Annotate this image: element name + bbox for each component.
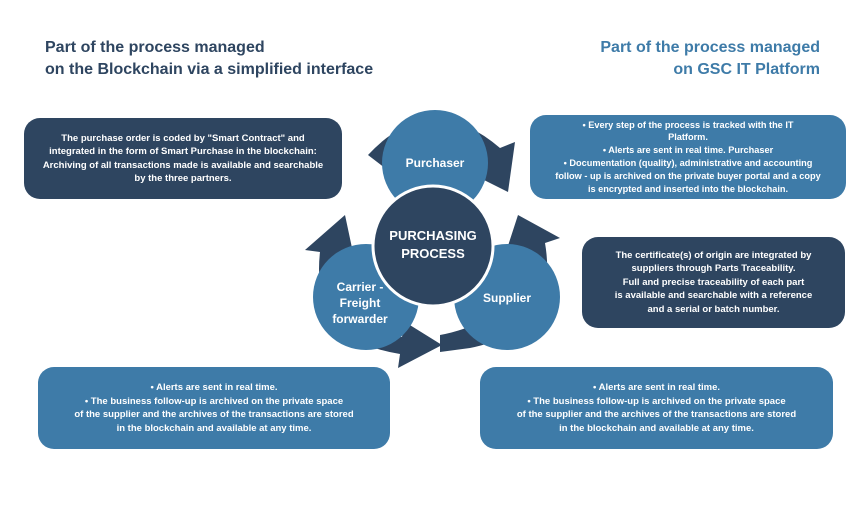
box-text-line: follow - up is archived on the private b… (555, 170, 821, 181)
box-text-line: is encrypted and inserted into the block… (587, 183, 789, 194)
center-label-line-2: PROCESS (401, 246, 465, 261)
heading-gsc-line-2: on GSC IT Platform (673, 61, 820, 78)
box-text-line: The purchase order is coded by "Smart Co… (61, 132, 305, 144)
box-text-line: in the blockchain and available at any t… (559, 422, 754, 434)
box-text-line: • Every step of the process is tracked w… (582, 119, 794, 130)
box-purchase-order-smart-contract: The purchase order is coded by "Smart Co… (24, 118, 342, 199)
heading-blockchain: Part of the process managed on the Block… (45, 37, 373, 81)
carrier-label-line-3: forwarder (332, 312, 388, 326)
box-text-line: of the supplier and the archives of the … (74, 409, 354, 420)
heading-blockchain-line-2: on the Blockchain via a simplified inter… (45, 61, 374, 78)
heading-gsc-platform: Part of the process managed on GSC IT Pl… (600, 37, 820, 81)
center-circle (371, 184, 495, 308)
carrier-label-line-1: Carrier - (337, 280, 384, 294)
supplier-label: Supplier (483, 291, 531, 305)
box-carrier-alerts: • Alerts are sent in real time. • The bu… (38, 367, 390, 449)
box-text-line: in the blockchain and available at any t… (116, 422, 312, 434)
box-text-line: of the supplier and the archives of the … (516, 409, 797, 420)
box-text-line: Archiving of all transactions made is av… (42, 159, 324, 171)
box-text-line: The certificate(s) of origin are integra… (615, 249, 812, 261)
box-text-line: • The business follow-up is archived on … (527, 395, 786, 407)
box-certificates-of-origin: The certificate(s) of origin are integra… (582, 237, 845, 328)
box-text-line: • Alerts are sent in real time. (592, 382, 721, 393)
box-text-line: • The business follow-up is archived on … (84, 395, 344, 407)
heading-gsc-line-1: Part of the process managed (600, 39, 820, 56)
carrier-label-line-2: Freight (340, 296, 381, 310)
box-text-line: Platform. (668, 132, 708, 143)
purchaser-label: Purchaser (406, 156, 465, 170)
box-supplier-alerts: • Alerts are sent in real time. • The bu… (480, 367, 833, 449)
center-label-line-1: PURCHASING (389, 228, 476, 243)
purchaser-circle (382, 110, 488, 216)
arrow-supplier-to-carrier (440, 215, 560, 352)
box-text-line: integrated in the form of Smart Purchase… (49, 146, 317, 157)
heading-blockchain-line-1: Part of the process managed (45, 39, 265, 56)
box-text-line: Full and precise traceability of each pa… (622, 276, 805, 288)
box-it-platform-tracking: • Every step of the process is tracked w… (530, 115, 846, 199)
box-text-line: • Documentation (quality), administrativ… (563, 158, 813, 168)
box-text-line: • Alerts are sent in real time. Purchase… (602, 145, 774, 156)
box-text-line: • Alerts are sent in real time. (150, 382, 278, 393)
box-text-line: suppliers through Parts Traceability. (631, 263, 796, 275)
box-text-line: is available and searchable with a refer… (614, 290, 813, 302)
box-text-line: by the three partners. (134, 173, 232, 184)
box-text-line: and a serial or batch number. (647, 303, 780, 315)
